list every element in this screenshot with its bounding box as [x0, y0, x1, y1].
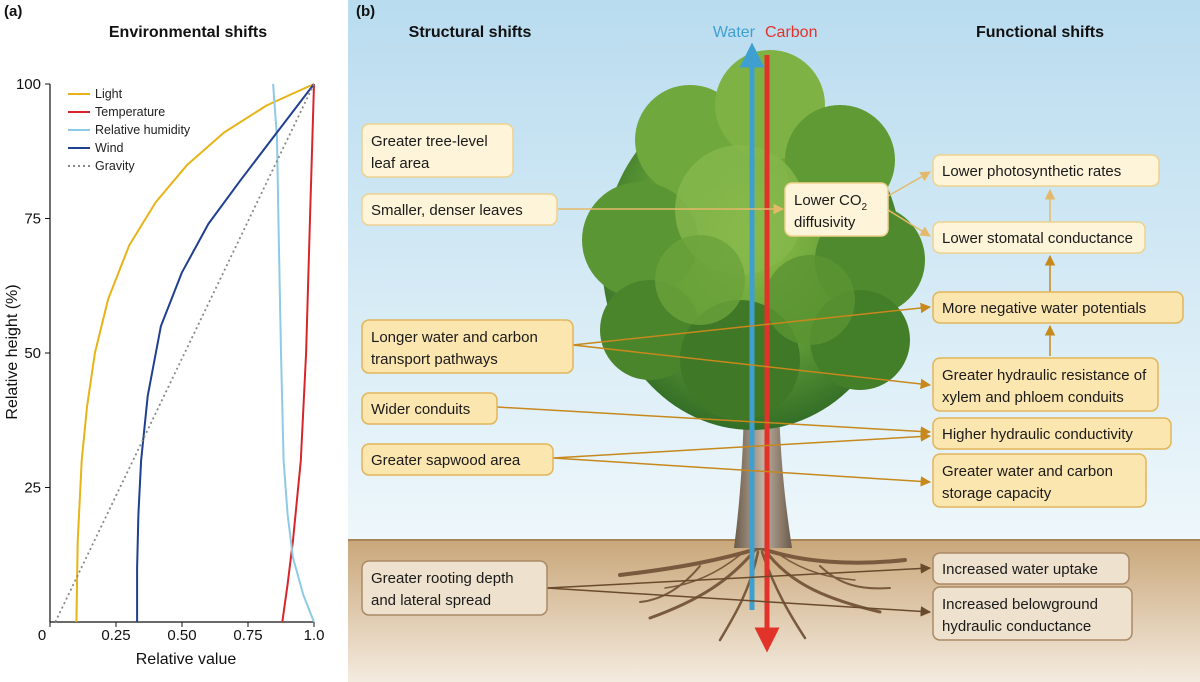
structural-box-longer-pathways: Longer water and carbon transport pathwa…	[361, 319, 574, 374]
svg-text:Increased water uptake: Increased water uptake	[942, 561, 1098, 578]
svg-text:and lateral spread: and lateral spread	[371, 592, 491, 609]
functional-box-storage: Greater water and carbon storage capacit…	[932, 453, 1147, 508]
svg-text:Greater rooting depth: Greater rooting depth	[371, 570, 514, 587]
structural-box-wider-conduits: Wider conduits	[361, 392, 498, 425]
x-tick-label: 0	[38, 627, 46, 644]
x-tick-label: 0.25	[101, 627, 130, 644]
structural-box-leaf-area: Greater tree-level leaf area	[361, 123, 514, 178]
svg-text:Smaller, denser leaves: Smaller, denser leaves	[371, 202, 523, 219]
structural-box-rooting: Greater rooting depth and lateral spread	[361, 560, 548, 616]
series-line-temperature	[281, 83, 315, 623]
svg-text:diffusivity: diffusivity	[794, 214, 856, 231]
legend-entry: Gravity	[95, 159, 135, 173]
functional-box-water-potentials: More negative water potentials	[932, 291, 1184, 324]
y-tick-label: 25	[24, 480, 41, 497]
svg-text:More negative water potentials: More negative water potentials	[942, 300, 1146, 317]
carbon-label: Carbon	[765, 24, 817, 41]
svg-text:storage capacity: storage capacity	[942, 485, 1052, 502]
svg-text:leaf area: leaf area	[371, 155, 430, 172]
svg-text:Greater water and carbon: Greater water and carbon	[942, 463, 1113, 480]
y-tick-label: 100	[16, 76, 41, 93]
svg-text:Increased belowground: Increased belowground	[942, 596, 1098, 613]
svg-text:Lower CO2: Lower CO2	[794, 192, 868, 213]
svg-text:hydraulic conductance: hydraulic conductance	[942, 618, 1091, 635]
panel-b-label: (b)	[356, 3, 375, 20]
functional-shifts-title: Functional shifts	[976, 24, 1104, 41]
environmental-shifts-chart: (a) Environmental shifts 0 0.25 0.50 0.75 1.…	[4, 3, 324, 668]
y-tick-label: 50	[24, 345, 41, 362]
svg-text:Wider conduits: Wider conduits	[371, 401, 470, 418]
series-line-relative-humidity	[272, 83, 315, 623]
svg-text:Longer water and carbon: Longer water and carbon	[371, 329, 538, 346]
connectors	[496, 171, 1056, 617]
x-tick-label: 1.0	[304, 627, 325, 644]
functional-box-stomatal: Lower stomatal conductance	[932, 221, 1146, 254]
structural-box-sapwood: Greater sapwood area	[361, 443, 554, 476]
legend-entry: Relative humidity	[95, 123, 191, 137]
x-tick-label: 0.75	[233, 627, 262, 644]
structural-shifts-title: Structural shifts	[409, 24, 532, 41]
svg-text:Greater hydraulic resistance o: Greater hydraulic resistance of	[942, 367, 1147, 384]
svg-text:Lower stomatal conductance: Lower stomatal conductance	[942, 230, 1133, 247]
center-box-co2-diffusivity: Lower CO2 diffusivity	[784, 182, 889, 237]
legend-entry: Wind	[95, 141, 124, 155]
x-tick-label: 0.50	[167, 627, 196, 644]
svg-text:Greater tree-level: Greater tree-level	[371, 133, 488, 150]
functional-box-water-uptake: Increased water uptake	[932, 552, 1130, 585]
legend-entry: Light	[95, 87, 123, 101]
y-axis-label: Relative height (%)	[4, 284, 21, 419]
x-axis-label: Relative value	[136, 651, 237, 668]
series-line-light	[75, 83, 315, 623]
chart-title: Environmental shifts	[109, 24, 267, 41]
water-label: Water	[713, 24, 756, 41]
svg-text:Greater sapwood area: Greater sapwood area	[371, 452, 521, 469]
svg-text:Lower photosynthetic rates: Lower photosynthetic rates	[942, 163, 1121, 180]
functional-box-photosynthetic: Lower photosynthetic rates	[932, 154, 1160, 187]
plot-area: 0 0.25 0.50 0.75 1.0 25 50 75 100LightTemperatur…	[16, 76, 324, 644]
svg-text:xylem and phloem conduits: xylem and phloem conduits	[942, 389, 1124, 406]
functional-box-hydraulic-resistance: Greater hydraulic resistance of xylem an…	[932, 357, 1159, 412]
panel-a-label: (a)	[4, 3, 22, 20]
y-tick-label: 75	[24, 211, 41, 228]
legend-entry: Temperature	[95, 105, 165, 119]
structural-box-smaller-leaves: Smaller, denser leaves	[361, 193, 558, 226]
functional-box-hydraulic-conductivity: Higher hydraulic conductivity	[932, 417, 1172, 450]
series-line-wind	[136, 83, 315, 622]
functional-box-belowground: Increased belowground hydraulic conducta…	[932, 586, 1133, 641]
svg-text:transport pathways: transport pathways	[371, 351, 498, 368]
svg-text:Higher hydraulic conductivity: Higher hydraulic conductivity	[942, 426, 1133, 443]
